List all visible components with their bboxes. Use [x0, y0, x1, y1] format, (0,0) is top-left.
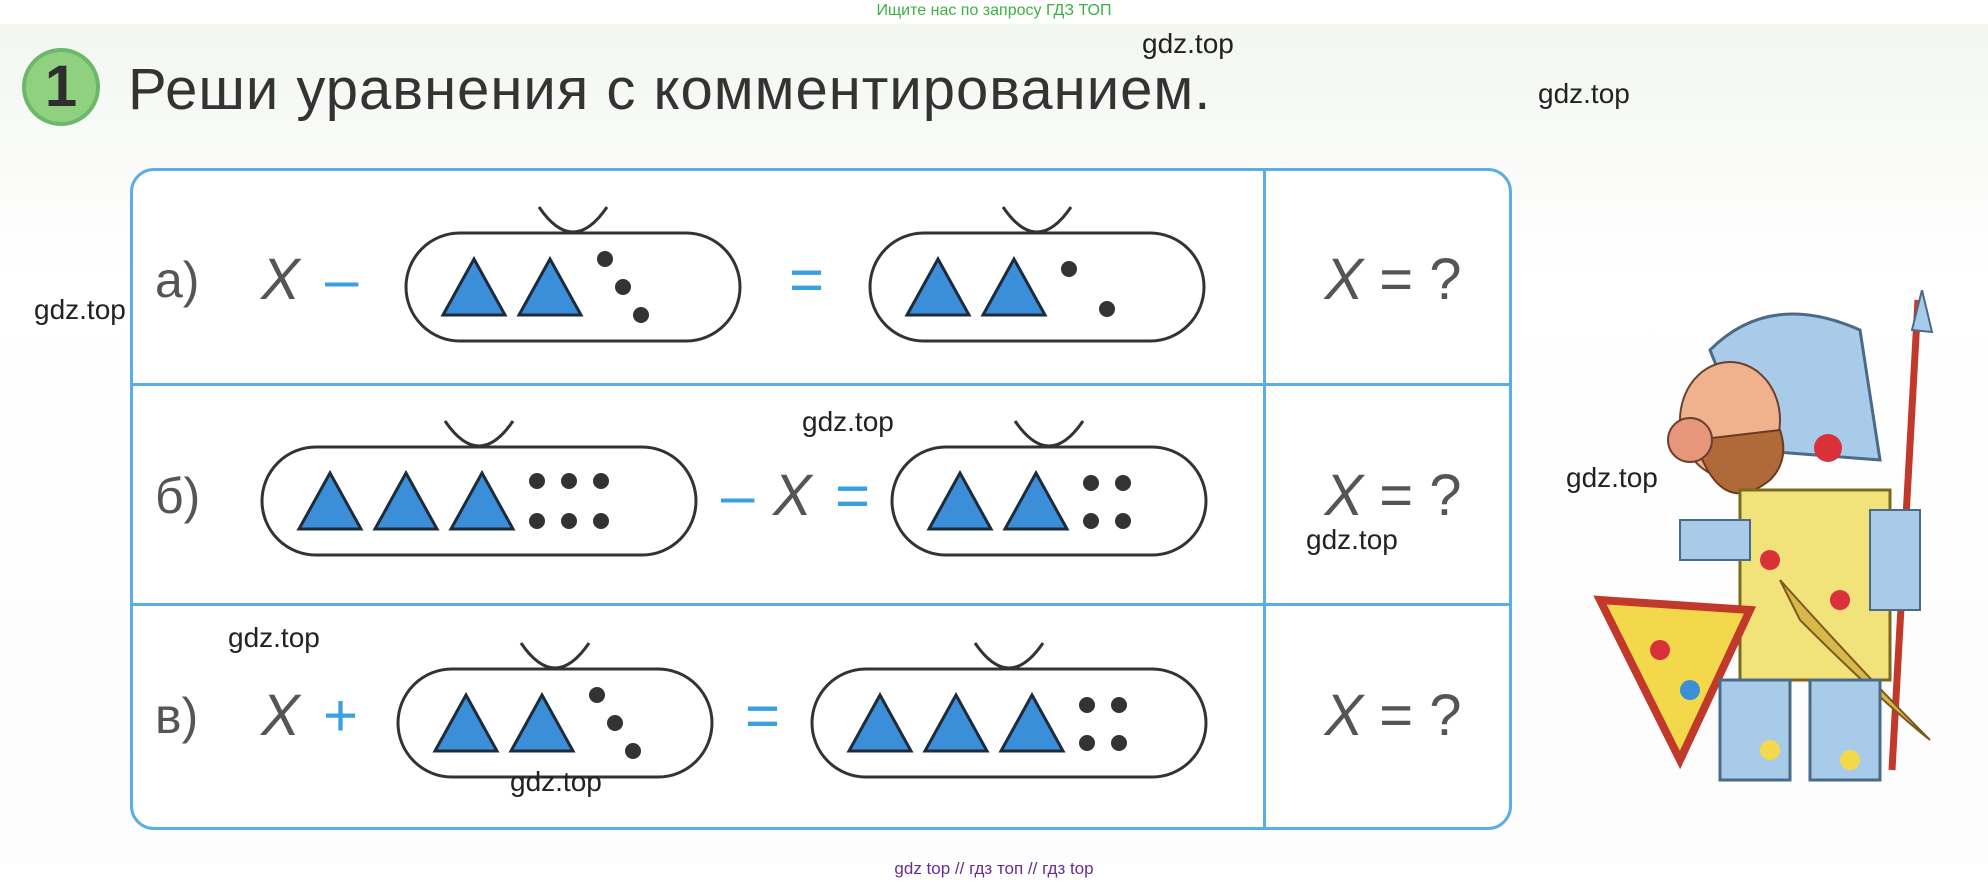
task-title: Реши уравнения с комментированием. — [128, 57, 1212, 122]
equals-sign: = — [789, 246, 825, 313]
set-picture-c-left — [396, 642, 714, 779]
answer-equals: = — [1379, 247, 1414, 312]
set-picture-a-left — [404, 206, 742, 343]
equations-table: а) X – = X = ? б) – X = X = ? в) X + = X… — [130, 168, 1512, 830]
answer-cell: X = ? — [1293, 171, 1493, 389]
variable-x: X — [261, 683, 300, 748]
equals-sign: = — [745, 682, 781, 749]
triangle-shape — [846, 691, 914, 753]
watermark: gdz.top — [802, 406, 894, 437]
triangle-shape — [432, 691, 500, 753]
row-divider — [133, 383, 1509, 386]
row-letter: в) — [155, 688, 199, 744]
top-banner: Ищите нас по запросу ГДЗ ТОП — [876, 2, 1112, 19]
triangle-shape — [904, 255, 972, 317]
answer-x: X — [1324, 463, 1364, 528]
task-number-badge: 1 — [22, 48, 100, 126]
answer-cell: X = ? — [1293, 607, 1493, 825]
answer-question: ? — [1429, 463, 1462, 528]
triangle-shape — [926, 469, 994, 531]
row-letter: а) — [155, 252, 200, 308]
equation-row-c: в) X + = X = ? — [133, 607, 1509, 825]
set-outline — [868, 231, 1206, 343]
variable-x: X — [773, 463, 812, 528]
triangle-shape — [372, 469, 440, 531]
row-divider — [133, 603, 1509, 606]
knight-illustration — [1593, 290, 1934, 782]
watermark: gdz.top — [1538, 78, 1630, 109]
watermark: gdz.top — [34, 294, 126, 325]
dot — [1079, 697, 1095, 713]
brace-arc — [1013, 420, 1085, 448]
minus-sign: – — [721, 462, 755, 529]
answer-column-divider — [1263, 171, 1266, 827]
triangle-shape — [440, 255, 508, 317]
dot — [561, 513, 577, 529]
answer-question: ? — [1429, 683, 1462, 748]
brace-arc — [537, 206, 609, 234]
dot — [633, 307, 649, 323]
dot — [1083, 513, 1099, 529]
dot — [1115, 513, 1131, 529]
answer-equals: = — [1379, 463, 1414, 528]
equation-row-b: б) – X = X = ? — [133, 387, 1509, 605]
answer-cell: X = ? — [1293, 387, 1493, 605]
triangle-shape — [508, 691, 576, 753]
brace-arc — [519, 642, 591, 670]
dot — [561, 473, 577, 489]
set-picture-b-left — [260, 420, 698, 557]
triangle-shape — [922, 691, 990, 753]
dot — [589, 687, 605, 703]
triangle-shape — [998, 691, 1066, 753]
dot — [529, 473, 545, 489]
watermark: gdz.top — [510, 766, 602, 797]
answer-question: ? — [1429, 247, 1462, 312]
minus-sign: – — [325, 246, 359, 313]
answer-x: X — [1324, 247, 1364, 312]
watermark: gdz.top — [1142, 28, 1234, 59]
dot — [625, 743, 641, 759]
triangle-shape — [1002, 469, 1070, 531]
set-picture-c-right — [810, 642, 1208, 779]
dot — [1061, 261, 1077, 277]
dot — [1115, 475, 1131, 491]
dot — [615, 279, 631, 295]
triangle-shape — [296, 469, 364, 531]
set-outline — [404, 231, 742, 343]
dot — [529, 513, 545, 529]
set-picture-b-right — [890, 420, 1208, 557]
triangle-shape — [516, 255, 584, 317]
answer-equals: = — [1379, 683, 1414, 748]
watermark: gdz.top — [228, 622, 320, 653]
set-picture-a-right — [868, 206, 1206, 343]
equation-row-a: а) X – = X = ? — [133, 171, 1509, 389]
triangle-shape — [448, 469, 516, 531]
dot — [593, 513, 609, 529]
footer-text: gdz top // гдз топ // гдз top — [894, 859, 1094, 878]
dot — [1111, 697, 1127, 713]
dot — [1099, 301, 1115, 317]
watermark: gdz.top — [1566, 462, 1658, 493]
equals-sign: = — [835, 462, 871, 529]
watermark: gdz.top — [1306, 524, 1398, 555]
dot — [1079, 735, 1095, 751]
answer-x: X — [1324, 683, 1364, 748]
dot — [1111, 735, 1127, 751]
plus-sign: + — [323, 682, 359, 749]
dot — [593, 473, 609, 489]
brace-arc — [1001, 206, 1073, 234]
triangle-shape — [980, 255, 1048, 317]
brace-arc — [443, 420, 515, 448]
brace-arc — [973, 642, 1045, 670]
variable-x: X — [261, 247, 300, 312]
dot — [597, 251, 613, 267]
dot — [1083, 475, 1099, 491]
dot — [607, 715, 623, 731]
row-letter: б) — [155, 468, 201, 524]
